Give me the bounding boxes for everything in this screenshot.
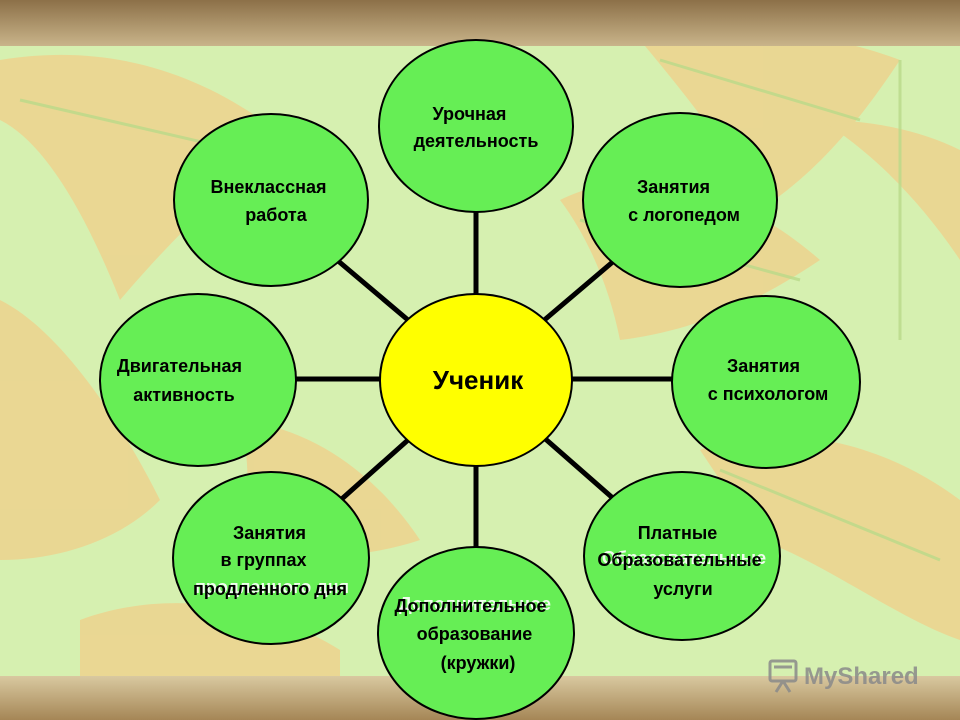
top-bar bbox=[0, 0, 960, 46]
node-dvigatelnaya: Двигательная активность bbox=[99, 293, 297, 467]
presentation-board-icon bbox=[768, 659, 798, 693]
node-dopolnitelnoe: Дополнительное Дополнительное образовани… bbox=[377, 546, 575, 720]
svg-text:Двигательная активность: Двигательная активность bbox=[117, 356, 247, 405]
connector-bottom-left bbox=[332, 437, 411, 508]
node-vneklassnaya-line-1: Внеклассная bbox=[211, 177, 327, 197]
connector-top-left bbox=[334, 257, 411, 323]
node-gruppy-line-3: продленного дня bbox=[193, 579, 347, 599]
node-logoped-line-2: с логопедом bbox=[628, 205, 740, 225]
center-node-label: Ученик bbox=[433, 365, 524, 395]
node-gruppy-line-3-shadow: продленного дня bbox=[195, 577, 349, 597]
center-node: Ученик bbox=[379, 293, 573, 467]
node-psiholog-line-2: с психологом bbox=[708, 384, 829, 404]
node-urochnaya-line-1: Урочная bbox=[433, 104, 507, 124]
node-dopolnitelnoe-line-2: образование bbox=[417, 624, 533, 644]
node-urochnaya-line-2: деятельность bbox=[414, 131, 539, 151]
node-gruppy-line-1: Занятия bbox=[233, 523, 306, 543]
node-platnye-line-2-shadow: Образовательные bbox=[602, 548, 766, 568]
center-node-circle bbox=[379, 293, 573, 467]
svg-text:Дополнительное: Дополнительное bbox=[399, 594, 551, 614]
node-platnye-line-3: услуги bbox=[653, 579, 712, 599]
svg-text:Дополнительное образован: Дополнительное образование (кружки) bbox=[394, 596, 551, 673]
node-platnye-line-2: Образовательные bbox=[597, 550, 761, 570]
node-dopolnitelnoe-line-1-shadow: Дополнительное bbox=[399, 594, 551, 614]
node-platnye-line-1: Платные bbox=[638, 523, 717, 543]
svg-text:Платные Образовательные: Платные Образовательные услуги bbox=[597, 523, 766, 599]
svg-text:Занятия с логопедом: Занятия с логопедом bbox=[628, 177, 740, 225]
svg-text:Урочная деятельность: Урочная деятельность bbox=[414, 104, 539, 151]
connector-bottom-right bbox=[539, 433, 618, 503]
svg-text:Занятия в группах: Занятия в группах продленного дня bbox=[193, 523, 347, 599]
watermark-text: MyShared bbox=[804, 663, 919, 690]
watermark: MyShared bbox=[768, 659, 919, 693]
svg-text:Образовательные: Образовательные bbox=[602, 548, 766, 568]
svg-text:продленного дня: продленного дня bbox=[195, 577, 349, 597]
node-dvigatelnaya-line-2: активность bbox=[133, 385, 235, 405]
node-dopolnitelnoe-line-1: Дополнительное bbox=[394, 596, 546, 616]
node-vneklassnaya: Внеклассная работа bbox=[173, 113, 369, 287]
node-logoped-line-1: Занятия bbox=[637, 177, 710, 197]
node-platnye: Образовательные Платные Образовательные … bbox=[583, 471, 781, 641]
connector-top-right bbox=[539, 257, 618, 325]
node-dopolnitelnoe-line-3: (кружки) bbox=[441, 653, 516, 673]
node-dvigatelnaya-line-1: Двигательная bbox=[117, 356, 242, 376]
connector-lines bbox=[279, 207, 681, 553]
node-urochnaya: Урочная деятельность bbox=[378, 39, 574, 213]
node-logoped: Занятия с логопедом bbox=[582, 112, 778, 288]
svg-text:Внеклассная работа: Внеклассная работа bbox=[211, 177, 332, 225]
node-gruppy-line-2: в группах bbox=[220, 550, 306, 570]
node-psiholog: Занятия с психологом bbox=[671, 295, 861, 469]
node-psiholog-line-1: Занятия bbox=[727, 356, 800, 376]
node-gruppy: продленного дня Занятия в группах продле… bbox=[172, 471, 370, 645]
svg-text:Занятия с психологом: Занятия с психологом bbox=[708, 356, 829, 404]
node-vneklassnaya-line-2: работа bbox=[245, 205, 307, 225]
